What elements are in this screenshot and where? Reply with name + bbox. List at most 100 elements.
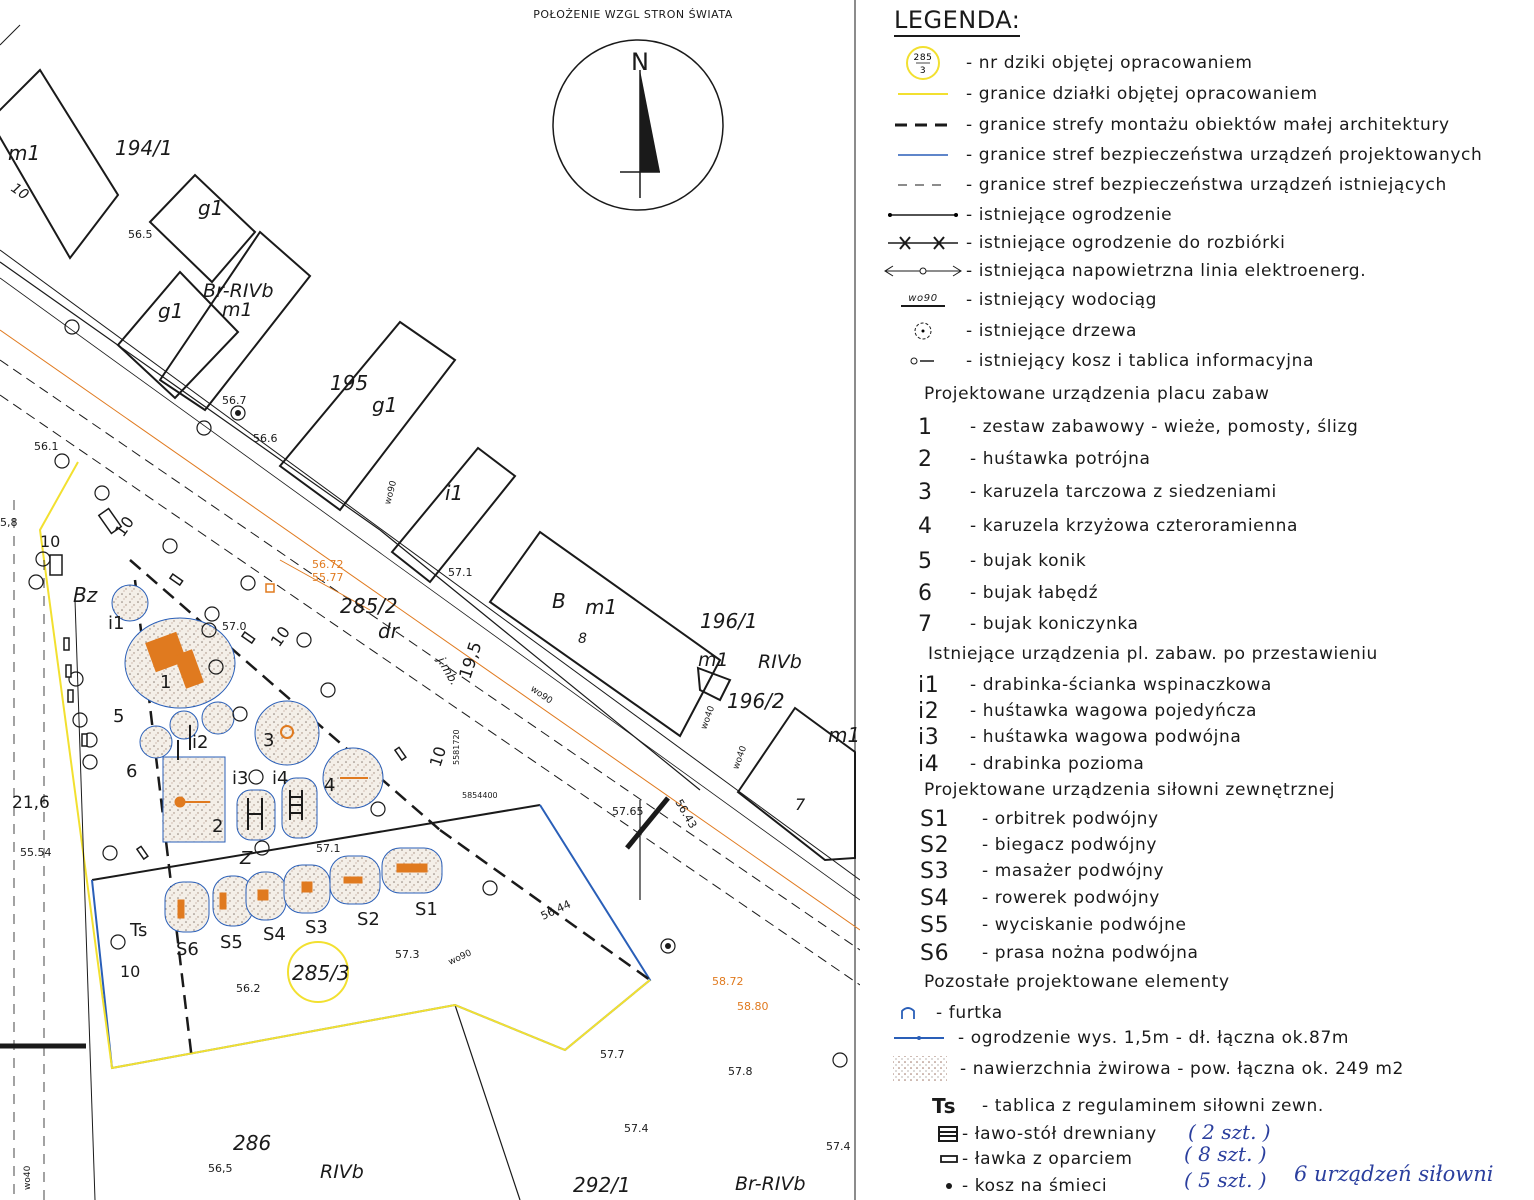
elev-56-6: 56.6 [253,432,278,445]
existing-equipment [177,725,303,830]
elev-58-72: 58.72 [712,975,744,988]
label-rivb-b: RIVb [320,1161,364,1183]
label-br-rivb-b: Br-RIVb [735,1173,806,1195]
legend-text: - huśtawka wagowa pojedyńcza [970,701,1258,721]
plot-285-3-marker [287,941,349,1003]
elev-57-7: 57.7 [600,1048,625,1061]
legend-text: - wyciskanie podwójne [982,915,1187,935]
legend-text: - karuzela krzyżowa czteroramienna [970,516,1298,536]
legend-row-play-1: 1 - zestaw zabawowy - wieże, pomosty, śli… [880,414,1534,440]
legend-row-existing-1: i1- drabinka-ścianka wspinaczkowa [880,672,1534,698]
label-wo90-a: wo90 [383,479,399,505]
legend-text: - kosz na śmieci [962,1176,1108,1196]
legend-text: - zestaw zabawowy - wieże, pomosty, śliz… [970,417,1359,437]
gym-label-s2: S2 [357,909,380,930]
legend-row-gym-1: S1- orbitrek podwójny [880,806,1534,832]
legend-text: - ogrodzenie wys. 1,5m - dł. łączna ok.8… [958,1028,1350,1048]
legend-row-play-5: 5- bujak konik [880,548,1534,574]
gym-label-s5: S5 [220,932,243,953]
label-7-building: 7 [795,795,806,814]
equip-label-i3: i3 [232,768,248,789]
handwritten-count-benches: ( 8 szt. ) [1184,1142,1267,1166]
legend-text: - istniejące ogrodzenie [966,205,1173,225]
equip-label-4: 4 [324,775,335,796]
legend-text: - orbitrek podwójny [982,809,1159,829]
legend-row-safety-new: - granice stref bezpieczeństwa urządzeń … [880,142,1534,168]
site-plan-map: POŁOŻENIE WZGL STRON ŚWIATA N [0,0,860,1200]
legend-text: - nawierzchnia żwirowa - pow. łączna ok.… [960,1059,1404,1079]
legend-text: - granice działki objętej opracowaniem [966,84,1318,104]
label-8: 8 [578,631,587,647]
label-285-2: 285/2 [340,594,398,618]
legend-text: - ławo-stół drewniany [962,1124,1157,1144]
existing-symbol: i2 [918,698,940,724]
coord-a: 5581720 [452,729,461,765]
equip-label-i4: i4 [272,768,288,789]
fence-demolition-symbol [880,230,966,256]
legend-text: - biegacz podwójny [982,835,1158,855]
play-symbol: 1 [918,414,933,440]
handwritten-count-bins: ( 5 szt. ) [1184,1168,1267,1192]
elev-57-4-b: 57.4 [826,1140,851,1153]
picnic-table-icon [880,1121,962,1147]
label-dr: dr [378,619,401,643]
section-play-heading: Projektowane urządzenia placu zabaw [924,384,1270,404]
label-196-1: 196/1 [700,609,758,633]
new-fence [91,804,652,1070]
legend-row-play-2: 2- huśtawka potrójna [880,446,1534,472]
legend-text: - furtka [936,1003,1003,1023]
existing-symbol: i4 [918,751,940,777]
legend-text: - nr dziki objętej opracowaniem [966,53,1253,73]
legend-row-fence-demolition: - istniejące ogrodzenie do rozbiórki [880,230,1534,256]
tree-icon [880,318,966,344]
label-bz: Bz [73,583,98,607]
legend-text: - karuzela tarczowa z siedzeniami [970,482,1277,502]
plot-number-symbol: 285 3 [880,46,966,80]
equip-label-i2: i2 [192,732,208,753]
legend-row-play-6: 6- bujak łabędź [880,580,1534,606]
legend-text: - granice stref bezpieczeństwa urządzeń … [966,175,1447,195]
elev-57-65: 57.65 [612,805,644,818]
legend-row-gym-3: S3- masażer podwójny [880,858,1534,884]
legend-text: - rowerek podwójny [982,888,1160,908]
section-other-heading: Pozostałe projektowane elementy [924,972,1230,992]
label-194-1: 194/1 [115,136,173,160]
legend-text: - ławka z oparciem [962,1149,1133,1169]
label-m1-b: m1 [222,299,253,321]
legend-text: - bujak konik [970,551,1087,571]
label-m1-c: m1 [585,595,617,619]
plot-number-symbol-bottom: 3 [920,66,926,76]
bench-icons [49,507,407,861]
equip-label-6: 6 [126,761,137,782]
legend-text: - istniejący wodociąg [966,290,1158,310]
existing-gate [625,796,670,850]
label-g1-a: g1 [198,196,223,220]
legend-row-existing-2: i2 - huśtawka wagowa pojedyńcza [880,698,1534,724]
trash-bin-icon [880,1173,962,1199]
elev-56-1: 56.1 [34,440,59,453]
legend-row-gym-6: S6- prasa nożna podwójna [880,940,1534,966]
tree-icons [28,319,848,1068]
legend-text: - tablica z regulaminem siłowni zewn. [982,1096,1324,1116]
gravel-symbol [880,1056,960,1082]
play-symbol: 3 [918,479,933,505]
label-rivb-a: RIVb [758,651,802,673]
label-wo40-a: wo40 [699,704,717,731]
legend-row-existing-fence: - istniejące ogrodzenie [880,202,1534,228]
dim-10-e: 10 [426,744,450,769]
legend-row-play-7: 7- bujak koniczynka [880,611,1534,637]
existing-symbol: i1 [918,672,940,698]
label-292-1: 292/1 [573,1173,631,1197]
water-pipe-symbol-label: wo90 [901,293,945,307]
legend-row-gym-5: S5- wyciskanie podwójne [880,912,1534,938]
legend-row-gravel: - nawierzchnia żwirowa - pow. łączna ok.… [880,1056,1534,1082]
legend-row-bench: - ławka z oparciem [880,1146,1534,1172]
water-pipe-symbol: wo90 [880,287,966,313]
ts-symbol: Ts [932,1094,957,1118]
legend-text: - istniejący kosz i tablica informacyjna [966,351,1315,371]
gym-symbol: S2 [920,832,950,858]
equip-label-3: 3 [263,730,274,751]
legend-row-trash-bin: - kosz na śmieci [880,1173,1534,1199]
elev-57-4-a: 57.4 [624,1122,649,1135]
legend-text: - huśtawka potrójna [970,449,1151,469]
